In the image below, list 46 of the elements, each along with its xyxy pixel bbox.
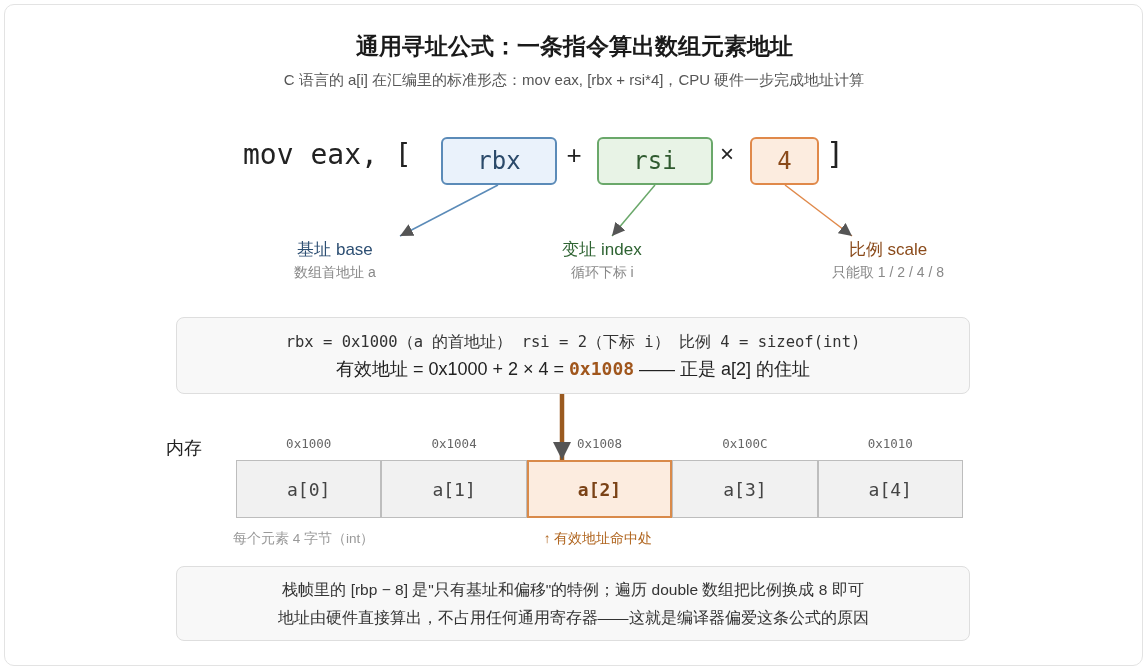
operand-note: 数组首地址 a	[294, 263, 376, 282]
address-label: 0x1000	[286, 436, 332, 451]
memory-cell	[526, 460, 673, 518]
operand-label: 比例 scale	[848, 239, 928, 261]
memory-cell	[672, 460, 818, 518]
register-name: rbx	[477, 147, 521, 175]
operand-label: 基址 base	[297, 239, 373, 261]
address-label: 0x100C	[722, 436, 768, 451]
register-box	[441, 137, 557, 185]
hit-note: ↑ 有效地址命中处	[543, 530, 653, 548]
memory-cell	[817, 460, 963, 518]
arrow	[399, 184, 499, 237]
operand-label: 变址 index	[562, 239, 642, 261]
arrow	[784, 184, 853, 237]
memory-label: 内存	[166, 437, 202, 460]
title-text: 通用寻址公式：一条指令算出数组元素地址	[355, 32, 793, 61]
arrow	[553, 394, 571, 460]
formula-result: 有效地址 = 0x1000 + 2 × 4 = 0x1008 —— 正是 a[2] 的住址	[335, 356, 811, 381]
register-box	[597, 137, 713, 185]
cell-label: a[3]	[723, 478, 767, 500]
note-panel	[176, 566, 970, 641]
formula-panel	[176, 317, 970, 394]
scale-value: 4	[777, 147, 792, 175]
cell-label: a[4]	[868, 478, 912, 500]
note-text: 地址由硬件直接算出，不占用任何通用寄存器——这就是编译器偏爱这条公式的原因	[277, 607, 869, 628]
formula-values: rbx = 0x1000（a 的首地址） rsi = 2（下标 i） 比例 4 = sizeof(int)	[285, 331, 861, 353]
times-sign: ×	[720, 140, 734, 168]
register-name: rsi	[633, 147, 677, 175]
memory-cell	[381, 460, 527, 518]
operand-note: 只能取 1 / 2 / 4 / 8	[831, 263, 944, 282]
memory-cell	[236, 460, 382, 518]
cell-label: a[0]	[287, 478, 331, 500]
scale-box	[750, 137, 819, 185]
cell-label: a[1]	[432, 478, 476, 500]
arrow	[611, 184, 656, 237]
instruction-text: mov eax, [	[243, 138, 412, 171]
operand-note: 循环下标 i	[570, 263, 634, 282]
cell-label: a[2]	[577, 478, 622, 500]
address-label: 0x1008	[576, 436, 623, 451]
closing-bracket: ]	[826, 136, 845, 171]
address-label: 0x1010	[867, 436, 913, 451]
plus-sign: +	[566, 140, 582, 171]
subtitle-text: C 语言的 a[i] 在汇编里的标准形态：mov eax, [rbx + rsi*4]，CPU 硬件一步完成地址计算	[283, 71, 865, 90]
note-text: 栈帧里的 [rbp − 8] 是"只有基址和偏移"的特例；遍历 double 数组把比例换成 8 即可	[282, 579, 864, 600]
cell-size-note: 每个元素 4 字节（int）	[233, 530, 375, 548]
address-label: 0x1004	[431, 436, 477, 451]
